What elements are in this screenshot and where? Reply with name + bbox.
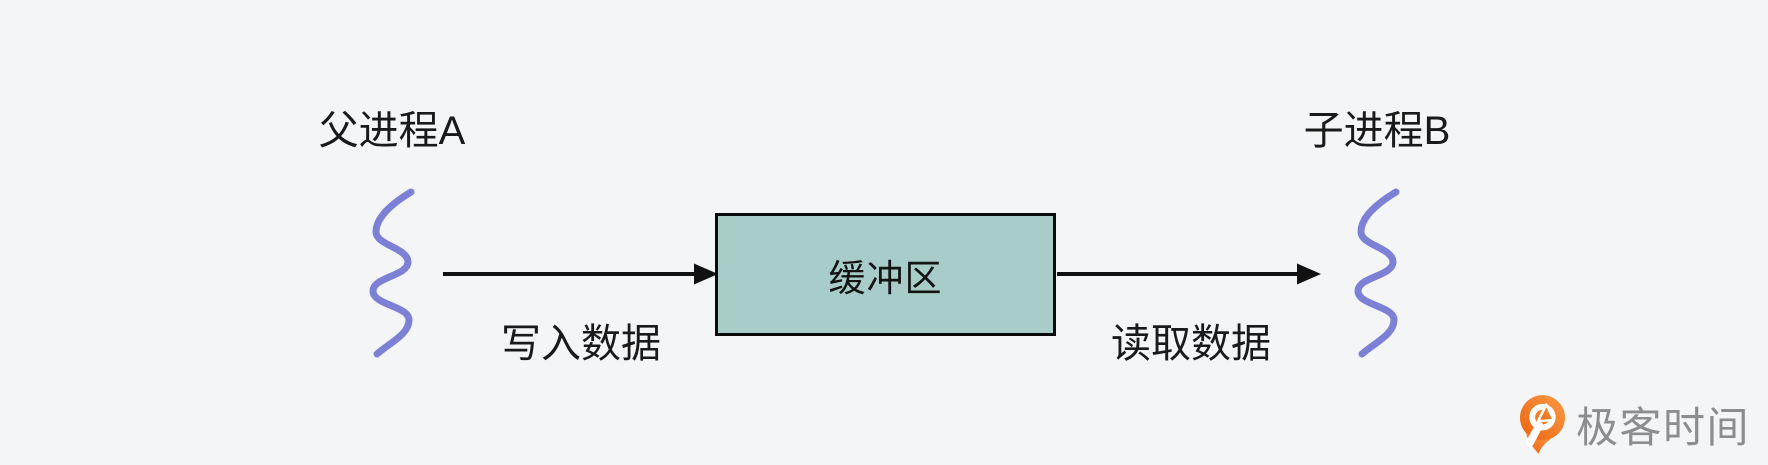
child-process-squiggle-icon	[1354, 188, 1400, 358]
geektime-logo-icon	[1519, 395, 1566, 454]
read-data-label: 读取数据	[1111, 322, 1271, 366]
buffer-box-label: 缓冲区	[828, 257, 943, 299]
read-arrow-head-icon	[1297, 263, 1321, 285]
write-arrow-head-icon	[694, 263, 718, 285]
parent-process-squiggle-icon	[369, 188, 415, 358]
brand-watermark: 极客时间	[1519, 393, 1750, 455]
buffer-box: 缓冲区	[715, 213, 1056, 336]
parent-process-label: 父进程A	[318, 109, 466, 153]
write-data-label: 写入数据	[501, 322, 661, 366]
brand-name-label: 极客时间	[1576, 403, 1751, 451]
child-process-label: 子进程B	[1303, 109, 1451, 153]
